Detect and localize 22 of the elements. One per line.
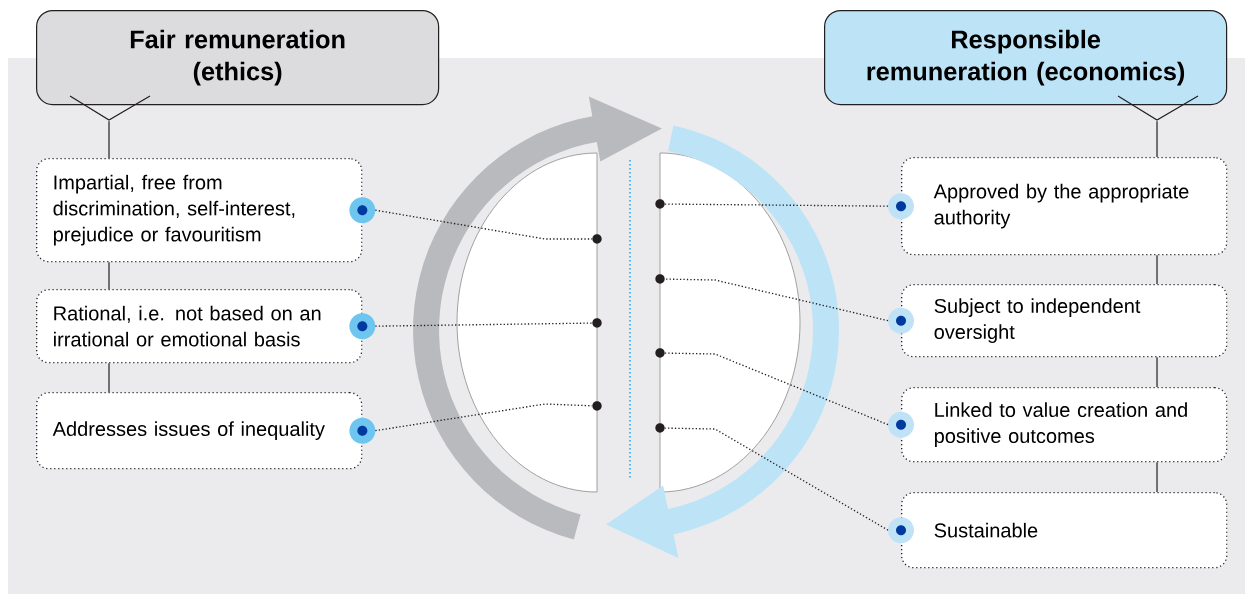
header-box: Fair remuneration (ethics) [36, 10, 440, 106]
text-box: Approved by the appropriate authority [901, 157, 1228, 256]
connector-line [1156, 461, 1158, 493]
leader-line [664, 427, 889, 531]
text-box: Addresses issues of inequality [36, 392, 363, 470]
leader-line [374, 209, 593, 240]
connector-line [108, 120, 110, 159]
connector-line [108, 362, 110, 393]
text-box: Rational, i.e. not based on an irrational or emotional basis [36, 289, 363, 364]
leader-line [664, 352, 889, 426]
text-box: Sustainable [901, 492, 1228, 569]
connector-line [1156, 356, 1158, 388]
header-box: Responsible remuneration (economics) [824, 10, 1228, 106]
text-box: Subject to independent oversight [901, 284, 1228, 358]
connector-line [1156, 254, 1158, 285]
leader-line [664, 278, 889, 322]
leader-line [374, 322, 593, 327]
connector-line [108, 261, 110, 290]
text-box: Linked to value creation and positive outcomes [901, 387, 1228, 463]
text-box: Impartial, free from discrimination, self-interest, prejudice or favouritism [36, 158, 363, 263]
connector-line [1156, 120, 1158, 158]
leader-line [664, 203, 889, 207]
